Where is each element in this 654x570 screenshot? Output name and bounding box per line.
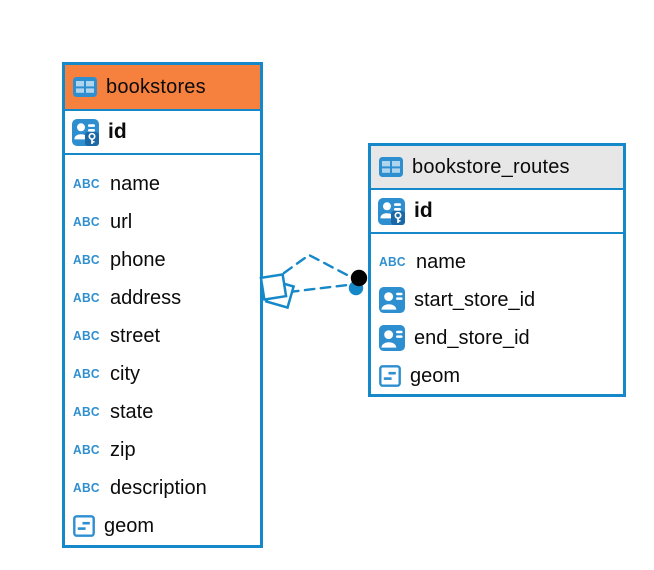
table-grid-icon (73, 77, 97, 97)
abc-text-icon: ABC (73, 214, 100, 230)
column-name: street (110, 324, 161, 347)
abc-text-icon: ABC (73, 404, 100, 420)
abc-text-icon: ABC (73, 252, 100, 268)
table-bookstores[interactable]: bookstores id ABC na (62, 62, 263, 548)
column-name: address (110, 286, 182, 309)
column-name: state (110, 400, 154, 423)
column-row[interactable]: ABC street (65, 317, 260, 355)
column-name: phone (110, 248, 166, 271)
column-row[interactable]: geom (65, 507, 260, 545)
column-name: description (110, 476, 207, 499)
abc-text-icon: ABC (379, 254, 406, 270)
object-icon (73, 515, 95, 537)
person-key-icon (72, 118, 99, 146)
column-row[interactable]: ABC state (65, 393, 260, 431)
column-name: city (110, 362, 140, 385)
person-card-icon (379, 287, 405, 313)
squares-end-marker[interactable] (259, 272, 296, 310)
table-bookstore-routes[interactable]: bookstore_routes id ABC (368, 143, 626, 397)
column-row[interactable]: end_store_id (371, 319, 623, 357)
abc-text-icon: ABC (73, 480, 100, 496)
column-name: end_store_id (414, 326, 530, 349)
abc-text-icon: ABC (73, 442, 100, 458)
person-card-icon (379, 325, 405, 351)
table-bookstores-header[interactable]: bookstores (65, 65, 260, 111)
column-name: start_store_id (414, 288, 536, 311)
table-bookstore-routes-fields: ABC name start_store_id (371, 234, 623, 395)
dot-end-marker[interactable] (348, 269, 368, 296)
column-name: id (108, 120, 127, 143)
table-title: bookstore_routes (412, 155, 570, 178)
person-key-icon (378, 197, 405, 225)
relationship-line[interactable] (282, 253, 351, 278)
column-name: name (110, 172, 161, 195)
relationship-line[interactable] (287, 283, 350, 294)
column-name: name (416, 250, 467, 273)
column-row[interactable]: ABC name (65, 165, 260, 203)
abc-text-icon: ABC (73, 176, 100, 192)
relationship-connector[interactable] (259, 253, 368, 310)
table-bookstores-fields: ABC name ABC url ABC phone ABC address A… (65, 155, 260, 545)
object-icon (379, 365, 401, 387)
table-grid-icon (379, 157, 403, 177)
column-row[interactable]: start_store_id (371, 281, 623, 319)
column-row[interactable]: ABC phone (65, 241, 260, 279)
table-title: bookstores (106, 75, 206, 98)
column-row[interactable]: ABC city (65, 355, 260, 393)
column-row[interactable]: ABC url (65, 203, 260, 241)
abc-text-icon: ABC (73, 290, 100, 306)
column-name: geom (104, 514, 155, 537)
column-row[interactable]: ABC description (65, 469, 260, 507)
column-row[interactable]: ABC zip (65, 431, 260, 469)
abc-text-icon: ABC (73, 366, 100, 382)
column-row-pk[interactable]: id (65, 111, 260, 155)
column-name: id (414, 199, 433, 222)
column-name: geom (410, 364, 461, 387)
column-name: url (110, 210, 133, 233)
column-row[interactable]: ABC address (65, 279, 260, 317)
column-name: zip (110, 438, 136, 461)
column-row[interactable]: geom (371, 357, 623, 395)
column-row-pk[interactable]: id (371, 190, 623, 234)
table-bookstore-routes-header[interactable]: bookstore_routes (371, 146, 623, 190)
abc-text-icon: ABC (73, 328, 100, 344)
column-row[interactable]: ABC name (371, 243, 623, 281)
